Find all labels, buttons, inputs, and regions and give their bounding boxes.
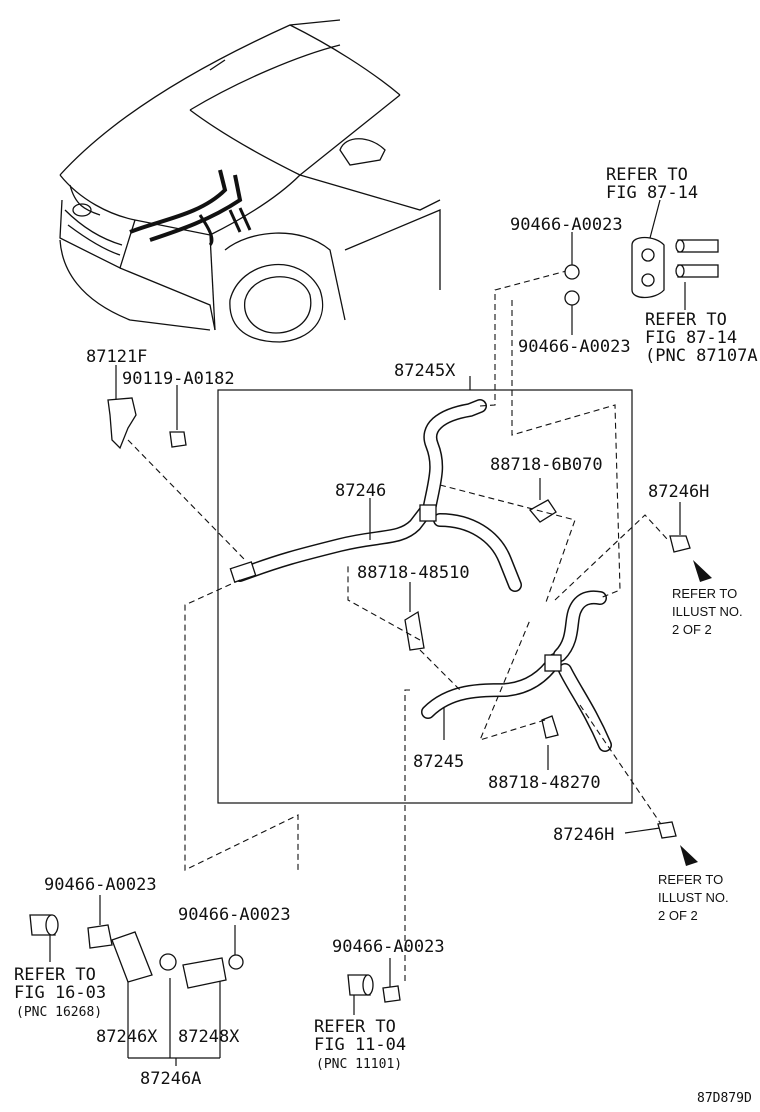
connector-87248X-icon — [182, 957, 227, 989]
pipe-end-icon — [45, 914, 59, 936]
part-label-90466-c: 90466-A0023 — [44, 875, 157, 895]
part-label-87245: 87245 — [413, 752, 464, 772]
clip-icon — [564, 264, 580, 280]
hose-end-87246H-icon — [657, 821, 677, 839]
part-label-87246H-bottom: 87246H — [553, 825, 614, 845]
clamp-connector-icon — [419, 504, 437, 522]
refer-fig-16-03-l2: FIG 16-03 — [14, 983, 106, 1003]
refer-fig-11-04-l3: (PNC 11101) — [316, 1057, 402, 1072]
refer-fig-87-14-bottom-l1: REFER TO — [645, 310, 727, 330]
refer-illust-bottom-l1: REFER TO — [658, 872, 723, 887]
labels: REFER TO FIG 87-14 90466-A0023 REFER TO … — [14, 165, 758, 1106]
refer-illust-top-l1: REFER TO — [672, 586, 737, 601]
refer-illust-bottom-l3: 2 OF 2 — [658, 908, 698, 923]
clip-88718-6B070-icon — [528, 499, 557, 523]
pipe-end-icon — [362, 974, 374, 996]
arrow-icon — [693, 560, 712, 582]
grommet-icon — [631, 236, 665, 299]
hose-end-87246H-icon — [669, 535, 691, 553]
part-label-90466-e: 90466-A0023 — [332, 937, 445, 957]
clamp-connector-icon — [229, 561, 257, 583]
part-label-90466-a: 90466-A0023 — [510, 215, 623, 235]
leader-lines — [127, 269, 669, 985]
part-label-88718-48510: 88718-48510 — [357, 563, 470, 583]
refer-fig-87-14-bottom-l2: FIG 87-14 — [645, 328, 737, 348]
clamp-90466-icon — [382, 985, 401, 1003]
part-label-90119: 90119-A0182 — [122, 369, 235, 389]
part-label-88718-48270: 88718-48270 — [488, 773, 601, 793]
arrow-icon — [680, 845, 698, 866]
hose-87246X-icon — [111, 931, 153, 983]
refer-fig-87-14-bottom-l3: (PNC 87107A — [645, 346, 758, 366]
refer-illust-top-l2: ILLUST NO. — [672, 604, 743, 619]
part-label-87246: 87246 — [335, 481, 386, 501]
part-label-88718-6B070: 88718-6B070 — [490, 455, 603, 475]
part-label-87245X: 87245X — [394, 361, 456, 381]
clip-88718-48510-icon — [404, 610, 425, 651]
diagram-code: 87D879D — [697, 1091, 752, 1106]
part-label-90466-b: 90466-A0023 — [518, 337, 631, 357]
pipe-ends-icon — [675, 239, 719, 278]
part-label-90466-d: 90466-A0023 — [178, 905, 291, 925]
bolt-90119-icon — [169, 431, 187, 448]
refer-illust-bottom-l2: ILLUST NO. — [658, 890, 729, 905]
refer-fig-87-14-top-l1: REFER TO — [606, 165, 688, 185]
clamp-connector-icon — [544, 654, 562, 672]
refer-fig-16-03-l3: (PNC 16268) — [16, 1005, 102, 1020]
callout-lines — [49, 199, 686, 1066]
vehicle-illustration — [59, 19, 441, 343]
clip-88718-48270-icon — [541, 715, 559, 739]
hose-87246 — [233, 399, 522, 592]
part-label-87248X: 87248X — [178, 1027, 240, 1047]
refer-fig-11-04-l1: REFER TO — [314, 1017, 396, 1037]
assembly-box-87245X — [217, 389, 633, 804]
refer-fig-11-04-l2: FIG 11-04 — [314, 1035, 406, 1055]
refer-fig-16-03-l1: REFER TO — [14, 965, 96, 985]
clip-icon — [564, 290, 580, 306]
clamp-icon — [159, 953, 177, 971]
part-label-87121F: 87121F — [86, 347, 147, 367]
refer-illust-top-l3: 2 OF 2 — [672, 622, 712, 637]
part-label-87246X: 87246X — [96, 1027, 158, 1047]
part-label-87246H-top: 87246H — [648, 482, 709, 502]
refer-fig-87-14-top-l2: FIG 87-14 — [606, 183, 698, 203]
sensor-87121F-icon — [107, 397, 137, 450]
clamp-icon — [228, 954, 244, 970]
hose-87245 — [421, 590, 612, 752]
clamp-90466-icon — [87, 924, 113, 949]
part-label-87246A: 87246A — [140, 1069, 201, 1089]
